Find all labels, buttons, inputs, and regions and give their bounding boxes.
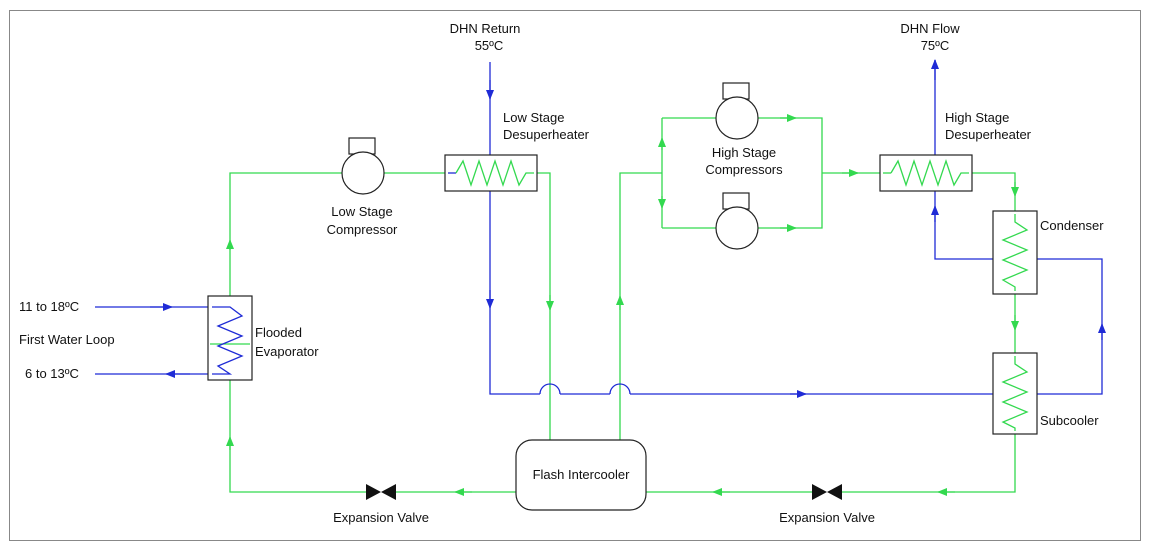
low-stage-desuperheater-label-2: Desuperheater <box>503 127 590 142</box>
flash-intercooler-icon <box>515 439 647 511</box>
subcooler-icon <box>992 352 1038 435</box>
high-stage-compressors-label-1: High Stage <box>712 145 776 160</box>
high-stage-compressor-bottom-icon <box>715 192 759 250</box>
flooded-evaporator-icon <box>207 295 253 381</box>
water-out-temp-label: 6 to 13ºC <box>25 366 79 381</box>
first-water-loop-label: First Water Loop <box>19 332 115 347</box>
high-stage-desuperheater-label-1: High Stage <box>945 110 1009 125</box>
low-stage-compressor-label-1: Low Stage <box>331 204 392 219</box>
refrigerant-lines <box>226 114 1019 496</box>
dhn-flow-temp: 75ºC <box>921 38 950 53</box>
low-stage-compressor-label-2: Compressor <box>327 222 398 237</box>
condenser-icon <box>992 210 1038 295</box>
low-stage-desuperheater-label-1: Low Stage <box>503 110 564 125</box>
condenser-label: Condenser <box>1040 218 1104 233</box>
expansion-valve-right-label: Expansion Valve <box>779 510 875 525</box>
dhn-return-label: DHN Return <box>450 21 521 36</box>
expansion-valve-right-icon <box>812 484 842 500</box>
dhn-return-temp: 55ºC <box>475 38 504 53</box>
dhn-flow-label: DHN Flow <box>900 21 960 36</box>
expansion-valve-left-label: Expansion Valve <box>333 510 429 525</box>
diagram-frame <box>9 10 1141 541</box>
low-stage-compressor-icon <box>341 137 385 195</box>
expansion-valve-left-icon <box>366 484 396 500</box>
subcooler-label: Subcooler <box>1040 413 1099 428</box>
high-stage-compressor-top-icon <box>715 82 759 140</box>
flooded-evaporator-label-1: Flooded <box>255 325 302 340</box>
water-lines <box>95 59 1106 398</box>
high-stage-compressors-label-2: Compressors <box>705 162 783 177</box>
water-in-temp-label: 11 to 18ºC <box>19 299 79 314</box>
low-stage-desuperheater-icon <box>444 154 538 192</box>
high-stage-desuperheater-icon <box>879 154 973 192</box>
high-stage-desuperheater-label-2: Desuperheater <box>945 127 1032 142</box>
flooded-evaporator-label-2: Evaporator <box>255 344 319 359</box>
flash-intercooler-label: Flash Intercooler <box>533 467 630 482</box>
